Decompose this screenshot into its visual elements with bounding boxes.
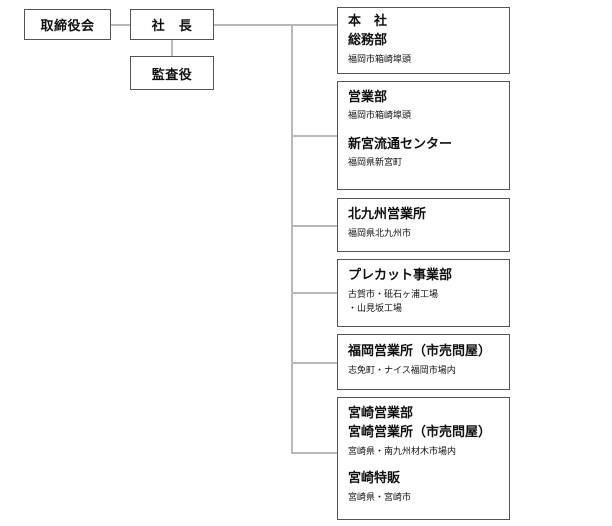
unit-title: 営業部 — [348, 90, 388, 105]
auditor-box: 監査役 — [130, 56, 214, 90]
unit-location: 福岡県北九州市 — [348, 229, 412, 239]
branch-line-1 — [291, 24, 337, 26]
unit-title: 総務部 — [348, 33, 388, 48]
unit-title: 宮崎営業所（市売問屋） — [348, 425, 492, 440]
unit-location: 宮崎県・南九州材木市場内 — [348, 447, 457, 457]
unit-location: 古賀市・砥石ヶ浦工場 — [348, 290, 439, 300]
board-box: 取締役会 — [24, 9, 111, 40]
unit-location: 福岡市箱崎埠頭 — [348, 55, 412, 65]
connector-president-trunk — [213, 24, 292, 26]
president-box: 社 長 — [130, 9, 214, 40]
auditor-label: 監査役 — [151, 67, 193, 83]
branch-line-2 — [291, 135, 337, 137]
trunk-line — [291, 24, 293, 453]
unit-sales: 営業部 福岡市箱崎埠頭 新宮流通センター 福岡県新宮町 — [337, 81, 510, 190]
branch-line-6 — [291, 452, 337, 454]
unit-title: 本 社 — [348, 14, 388, 29]
board-label: 取締役会 — [40, 19, 95, 34]
unit-title: 北九州営業所 — [348, 207, 427, 222]
unit-fukuoka: 福岡営業所（市売問屋） 志免町・ナイス福岡市場内 — [337, 334, 510, 390]
unit-title: 宮崎特販 — [348, 471, 401, 486]
unit-title: 福岡営業所（市売問屋） — [348, 344, 492, 359]
unit-location: 宮崎県・宮崎市 — [348, 493, 412, 503]
branch-line-4 — [291, 292, 337, 294]
branch-line-5 — [291, 362, 337, 364]
branch-line-3 — [291, 225, 337, 227]
unit-miyazaki: 宮崎営業部 宮崎営業所（市売問屋） 宮崎県・南九州材木市場内 宮崎特販 宮崎県・… — [337, 397, 510, 520]
unit-location: 福岡市箱崎埠頭 — [348, 111, 412, 121]
unit-title: プレカット事業部 — [348, 268, 453, 283]
unit-precut: プレカット事業部 古賀市・砥石ヶ浦工場 ・山見坂工場 — [337, 259, 510, 327]
unit-kitakyushu: 北九州営業所 福岡県北九州市 — [337, 198, 510, 252]
unit-location: 志免町・ナイス福岡市場内 — [348, 366, 456, 376]
connector-board-president — [111, 24, 130, 26]
unit-title: 新宮流通センター — [348, 137, 453, 152]
unit-head-office: 本 社 総務部 福岡市箱崎埠頭 — [337, 7, 510, 74]
unit-title: 宮崎営業部 — [348, 406, 414, 421]
unit-location: 福岡県新宮町 — [348, 158, 403, 168]
president-label: 社 長 — [151, 19, 193, 34]
connector-president-auditor — [171, 40, 173, 56]
unit-location: ・山見坂工場 — [348, 304, 403, 314]
